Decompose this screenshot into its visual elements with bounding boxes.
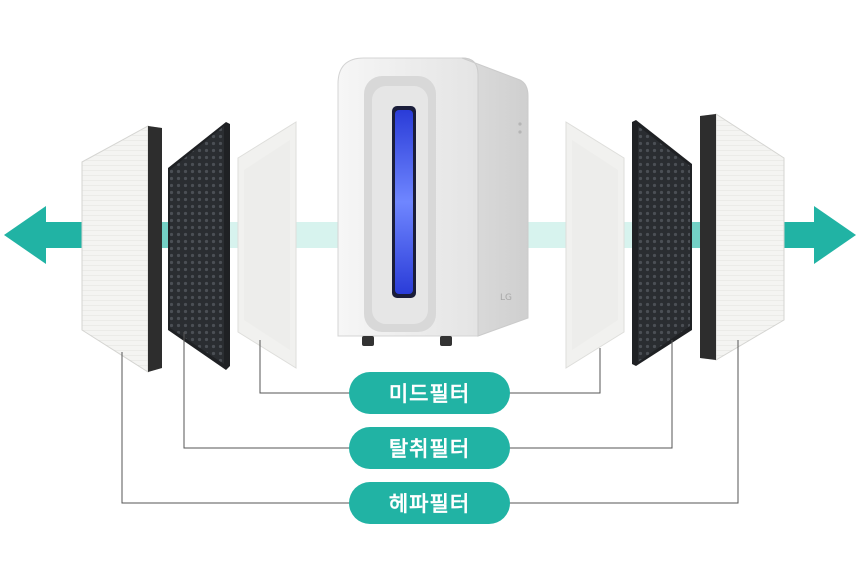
left-carbon-filter — [168, 122, 230, 370]
air-purifier: LG — [337, 57, 529, 346]
deodorizing-filter-label: 탈취필터 — [349, 427, 510, 469]
mid-filter-label: 미드필터 — [349, 372, 510, 414]
left-mid-filter — [237, 121, 297, 369]
right-mid-filter — [565, 121, 625, 369]
hepa-filter-label: 헤파필터 — [349, 482, 510, 524]
device-logo: LG — [500, 293, 512, 303]
arrow-left-icon — [4, 206, 88, 264]
arrow-right-icon — [772, 206, 856, 264]
leader-lines — [121, 332, 739, 504]
right-hepa-filter — [700, 113, 785, 361]
left-hepa-filter — [81, 125, 162, 373]
right-carbon-filter — [632, 120, 692, 366]
